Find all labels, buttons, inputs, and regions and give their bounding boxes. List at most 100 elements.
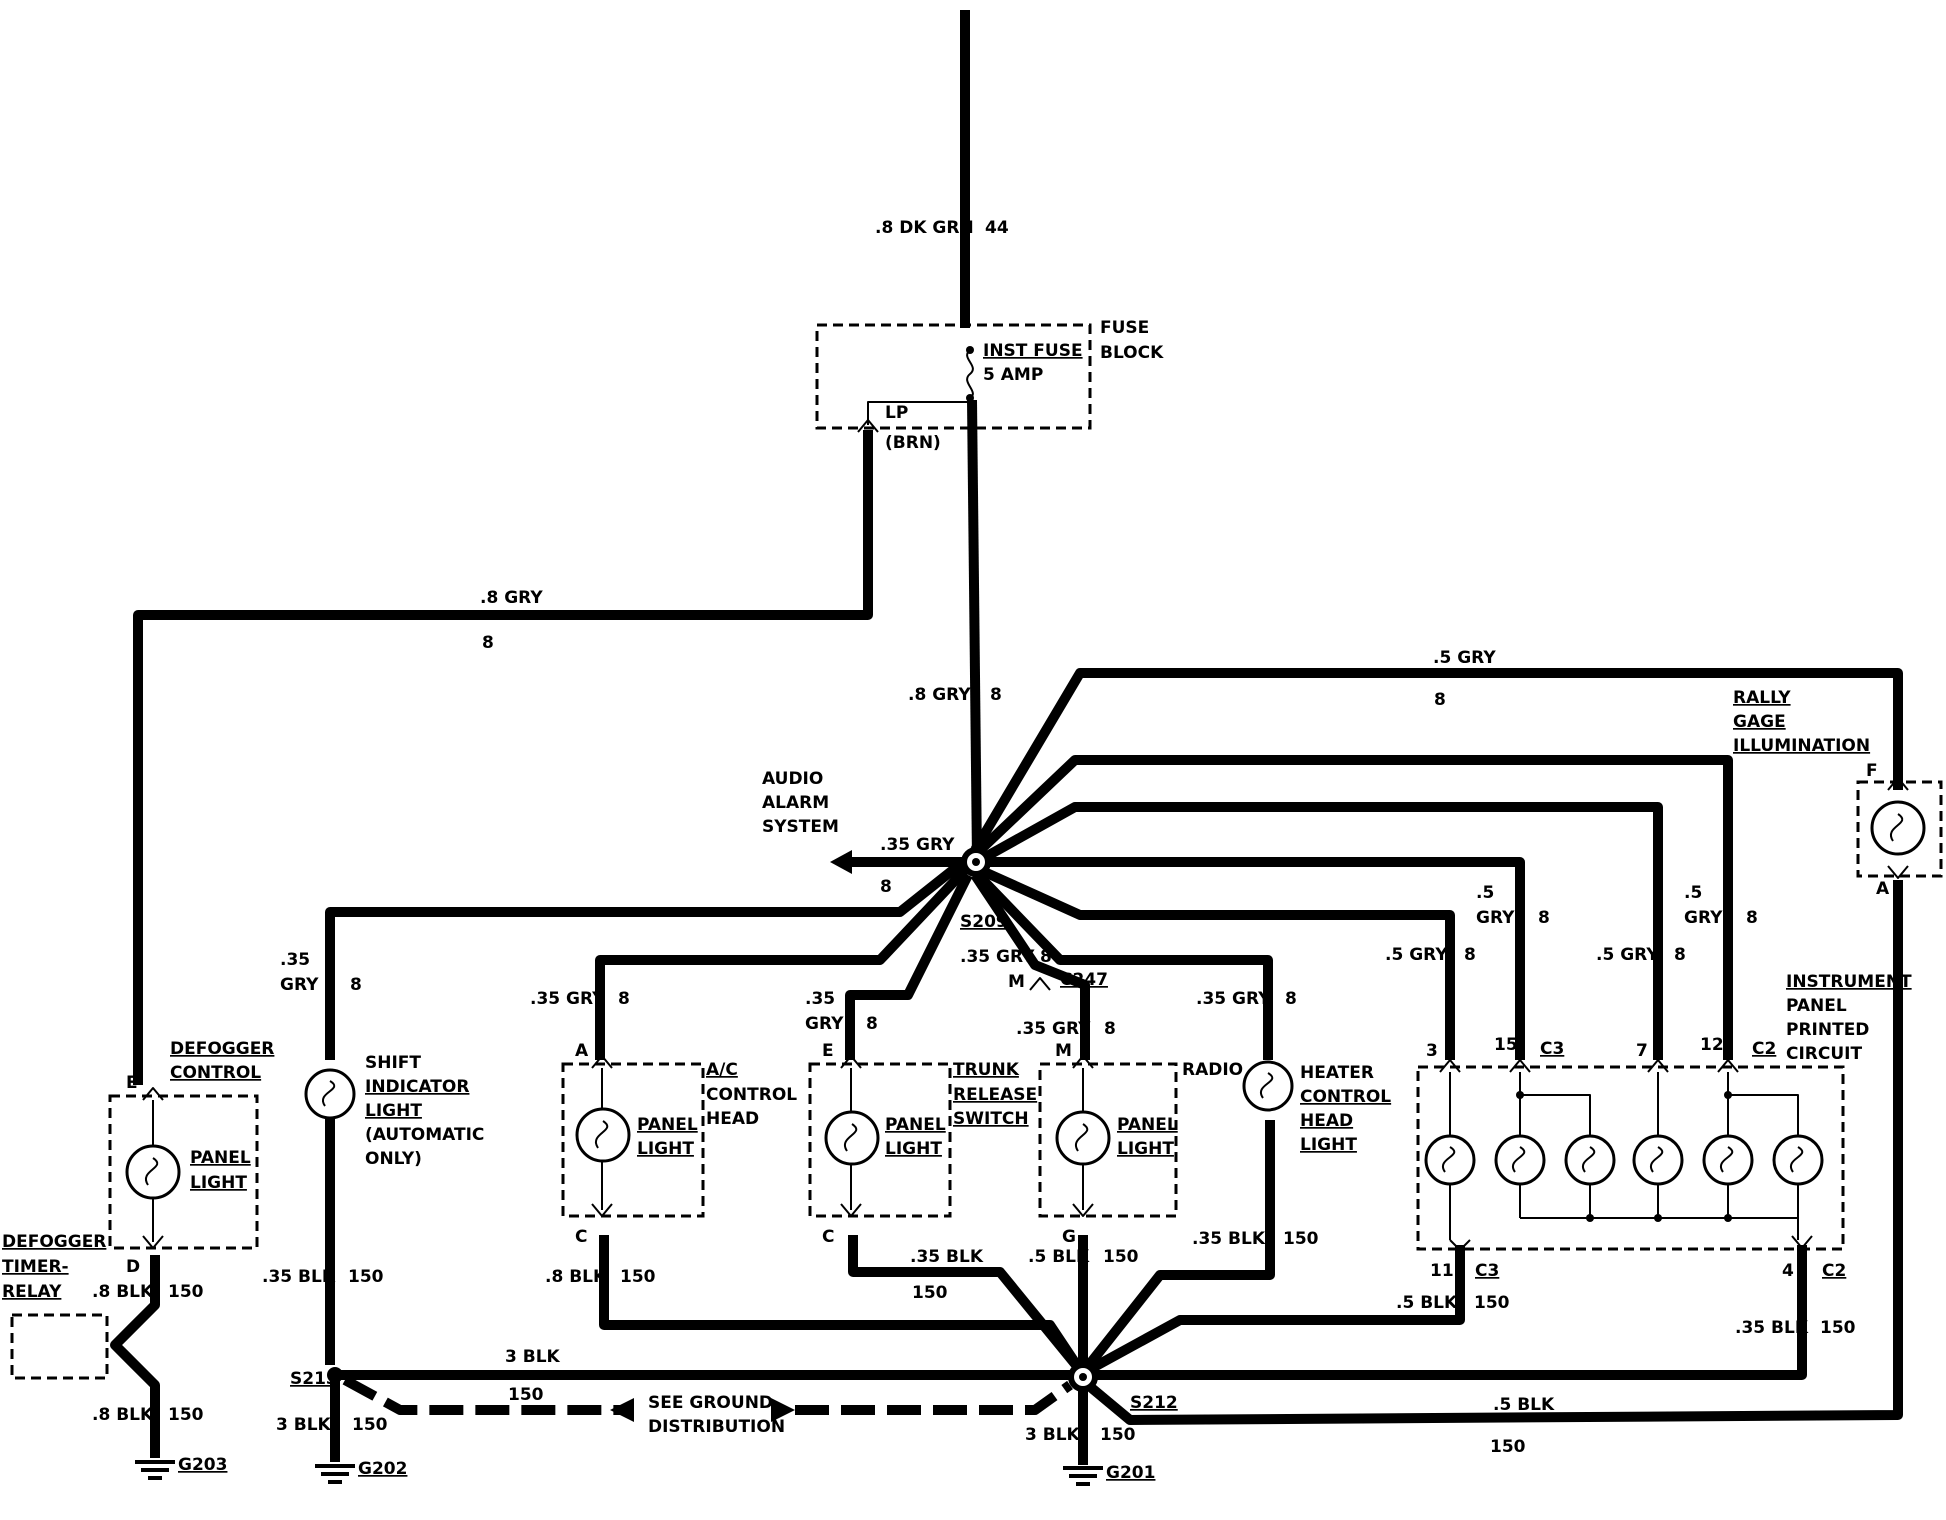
shift-label-4: (AUTOMATIC [365, 1125, 484, 1145]
wire-radio [970, 872, 1090, 1060]
radio-pin-m: M [1055, 1041, 1072, 1061]
audio-circuit: 8 [880, 877, 892, 897]
ip-bulb-5 [1702, 1134, 1754, 1186]
ip-bulb-6 [1772, 1134, 1824, 1186]
ip-internal-traces [1449, 1072, 1799, 1240]
defogger-control-label-1: DEFOGGER [170, 1039, 274, 1059]
ip-node-15 [1516, 1091, 1524, 1099]
ac-bulb-filament [595, 1120, 609, 1149]
ip-pin-15: 15 [1494, 1035, 1518, 1055]
heater-label-1: HEATER [1300, 1063, 1374, 1083]
ip-pin-3: 3 [1426, 1041, 1438, 1061]
ac-label-2: CONTROL [706, 1085, 797, 1105]
top-wire-label: .8 DK GRN [875, 218, 974, 238]
fuse-block-title-1: FUSE [1100, 318, 1149, 338]
wire-ip12 [971, 755, 1733, 1060]
defogger-panel-label-1: PANEL [190, 1148, 251, 1168]
ip11-ground-wire: .5 BLK [1396, 1293, 1458, 1313]
ac-circuit: 8 [618, 989, 630, 1009]
main-feed-wire: .8 GRY [908, 685, 971, 705]
wire-defog-ground [110, 1255, 160, 1458]
feed-wires [133, 10, 1903, 1085]
s212-down-circuit: 150 [1100, 1425, 1136, 1445]
ip15-circuit: 8 [1538, 908, 1550, 928]
ac-panel-label-2: LIGHT [637, 1139, 694, 1159]
shift-indicator-bulb [304, 1068, 356, 1120]
g203-label: G203 [178, 1455, 227, 1475]
shift-label-1: SHIFT [365, 1053, 421, 1073]
trunk-ground-wire: .35 BLK [910, 1247, 984, 1267]
ip-bulb-4 [1632, 1134, 1684, 1186]
trunk-pin-c: C [822, 1227, 834, 1247]
s212-center [1079, 1373, 1087, 1381]
trunk-label-1: TRUNK [953, 1060, 1020, 1080]
ip-c3-bottom: C3 [1475, 1261, 1499, 1281]
ip-node-b3 [1724, 1214, 1732, 1222]
wire-bus [335, 1245, 1807, 1380]
instrument-panel-outline [1416, 1065, 1845, 1251]
heater-wire: .35 GRY [1196, 989, 1271, 1009]
fuse-name: INST FUSE [983, 341, 1083, 361]
radio-a-circuit: 8 [1040, 947, 1052, 967]
radio-bulb-filament [1075, 1123, 1089, 1152]
ip12-wire-2: GRY [1684, 908, 1723, 928]
bus-wire: 3 BLK [505, 1347, 561, 1367]
ip11-ground-circuit: 150 [1474, 1293, 1510, 1313]
defogger-feed-circuit: 8 [482, 633, 494, 653]
g202-label: G202 [358, 1459, 407, 1479]
heater-ground-circuit: 150 [1283, 1229, 1319, 1249]
defogger-timer-label-1: DEFOGGER [2, 1232, 106, 1252]
rally-feed-wire: .5 GRY [1433, 648, 1496, 668]
wire-ac [595, 866, 969, 1060]
defogger-control: DEFOGGER CONTROL PANEL LIGHT E D [108, 1039, 274, 1277]
rally-gage-outline [1856, 780, 1943, 878]
ground-dist-arrow-left [610, 1398, 634, 1422]
trunk-bulb-filament [844, 1123, 858, 1152]
trunk-circuit: 8 [866, 1014, 878, 1034]
wire-labels: .8 DK GRN 44 .8 GRY 8 .8 GRY 8 .5 GRY 8 … [92, 218, 1856, 1457]
trunk-wire-1: .35 [805, 989, 835, 1009]
ac-pin-c: C [575, 1227, 587, 1247]
ac-label-1: A/C [706, 1060, 738, 1080]
shift-indicator-light: SHIFT INDICATOR LIGHT (AUTOMATIC ONLY) [304, 1053, 484, 1169]
wire-ip3 [977, 865, 1455, 1060]
defogger-timer-relay: DEFOGGER TIMER- RELAY [2, 1232, 109, 1380]
s209-center [972, 858, 980, 866]
rally-label-2: GAGE [1733, 712, 1786, 732]
defogger-feed-wire: .8 GRY [480, 588, 543, 608]
rally-gage-bulb [1870, 800, 1926, 856]
g202-symbol [315, 1464, 355, 1484]
trunk-connector-bottom [840, 1164, 862, 1217]
defogger-timer-label-2: TIMER- [2, 1257, 69, 1277]
fuse-lp: LP [885, 403, 908, 423]
rally-gage-illumination: RALLY GAGE ILLUMINATION F A [1733, 688, 1943, 899]
trunk-release-switch: TRUNK RELEASE SWITCH PANEL LIGHT E C [808, 1041, 1037, 1247]
radio-panel-label-1: PANEL [1117, 1115, 1178, 1135]
radio-pin-c247: M [1008, 972, 1025, 992]
wire-fuse-to-s209 [967, 399, 982, 861]
wire-rally-feed [970, 668, 1903, 853]
ac-wire: .35 GRY [530, 989, 605, 1009]
s212-down-wire: 3 BLK [1025, 1425, 1081, 1445]
trunk-pin-e: E [822, 1041, 834, 1061]
rally-pin-f: F [1866, 761, 1878, 781]
trunk-label-3: SWITCH [953, 1109, 1029, 1129]
c247-connector [1029, 977, 1051, 991]
defogger-pin-e: E [126, 1073, 138, 1093]
radio-b-circuit: 8 [1104, 1019, 1116, 1039]
s213-splice [327, 1367, 343, 1383]
g201-symbol [1063, 1466, 1103, 1486]
ip-label-1: INSTRUMENT [1786, 972, 1912, 992]
defog-top-wire: .8 BLK [92, 1282, 154, 1302]
ip-c2-bottom: C2 [1822, 1261, 1846, 1281]
shift-label-5: ONLY) [365, 1149, 422, 1169]
g201-label: G201 [1106, 1463, 1155, 1483]
heater-label-3: HEAD [1300, 1111, 1353, 1131]
instrument-panel-circuit: INSTRUMENT PANEL PRINTED CIRCUIT 3 15 7 … [1416, 972, 1912, 1281]
heater-label-2: CONTROL [1300, 1087, 1391, 1107]
ip-label-3: PRINTED [1786, 1020, 1869, 1040]
ac-control-head: A/C CONTROL HEAD PANEL LIGHT A C [561, 1041, 797, 1247]
rally-bulb-filament [1890, 813, 1904, 842]
wire-ground-dist [342, 1375, 620, 1415]
s213-down-wire: 3 BLK [276, 1415, 332, 1435]
